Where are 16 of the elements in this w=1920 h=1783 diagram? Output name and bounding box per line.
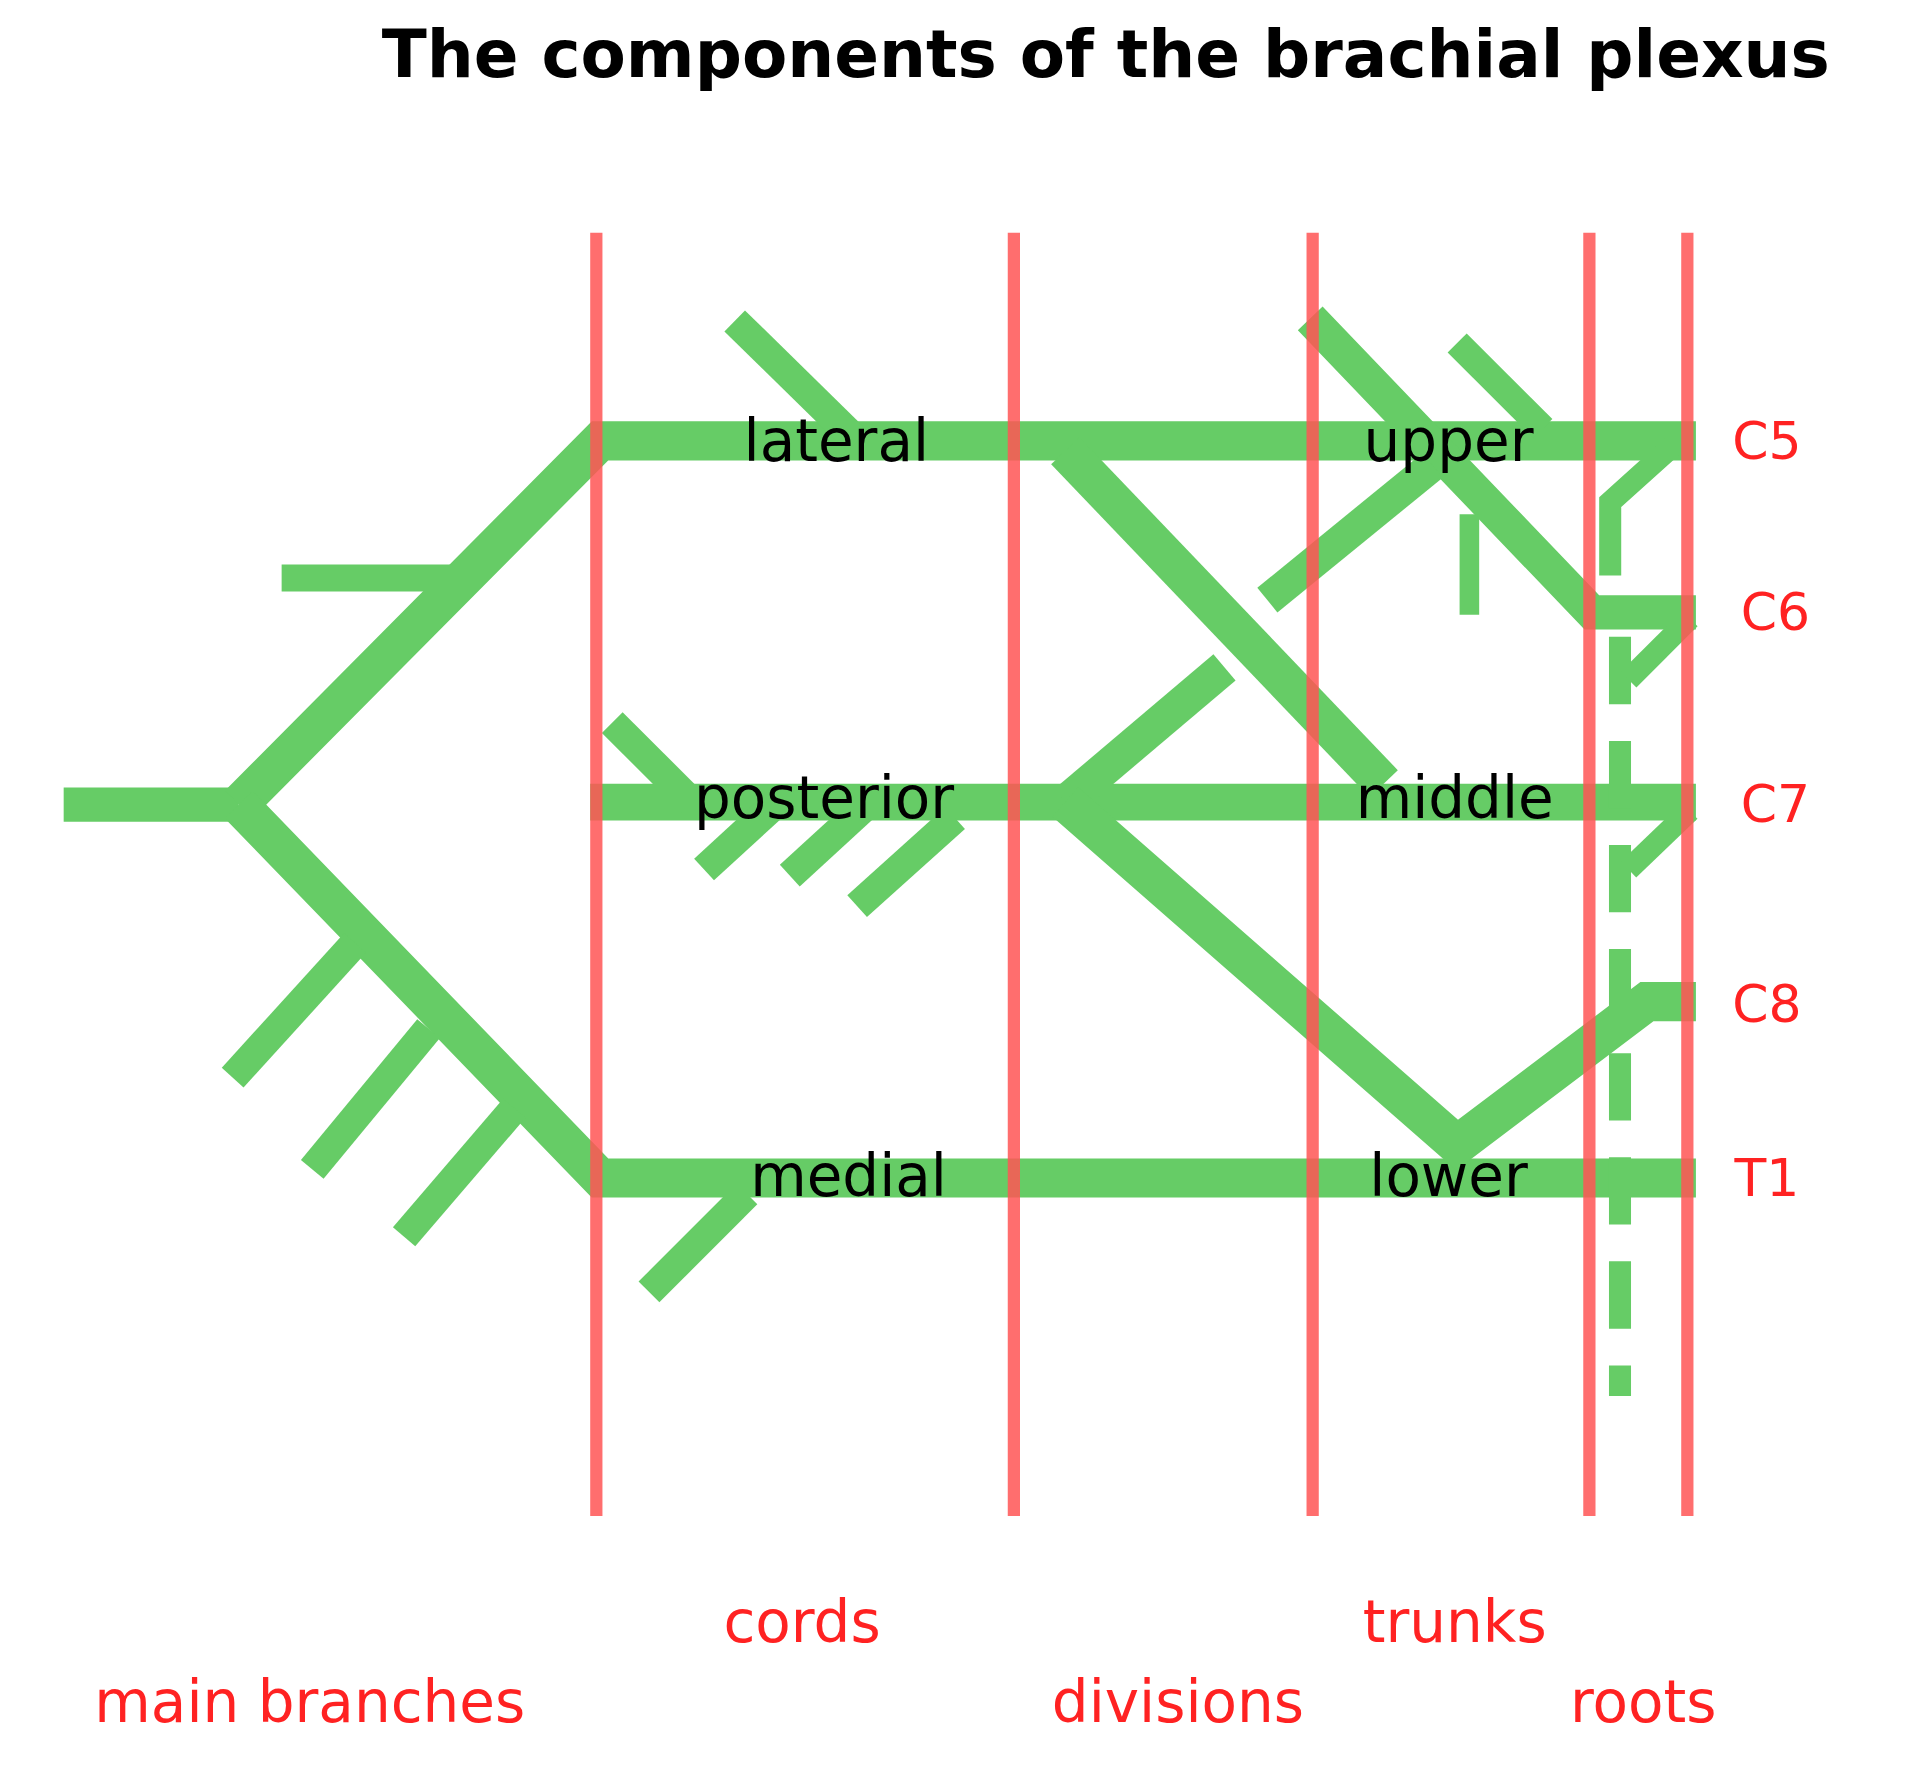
root-label: T1 — [1734, 1151, 1800, 1204]
nerve-label: medial — [750, 1146, 947, 1205]
nerve-label: lateral — [743, 411, 930, 470]
nerve-label: posterior — [693, 769, 955, 828]
root-label: C8 — [1732, 978, 1802, 1031]
region-label: trunks — [1362, 1593, 1547, 1652]
region-label: cords — [723, 1593, 881, 1652]
root-label: C6 — [1740, 586, 1811, 639]
region-label: divisions — [1051, 1673, 1305, 1732]
root-label: C7 — [1740, 778, 1811, 831]
diagram-title: The components of the brachial plexus — [381, 22, 1830, 89]
root-label: C5 — [1732, 414, 1802, 467]
region-label: roots — [1570, 1673, 1717, 1732]
nerve-label: middle — [1355, 769, 1554, 828]
nerve-label: lower — [1369, 1146, 1528, 1205]
region-label: main branches — [94, 1673, 526, 1732]
